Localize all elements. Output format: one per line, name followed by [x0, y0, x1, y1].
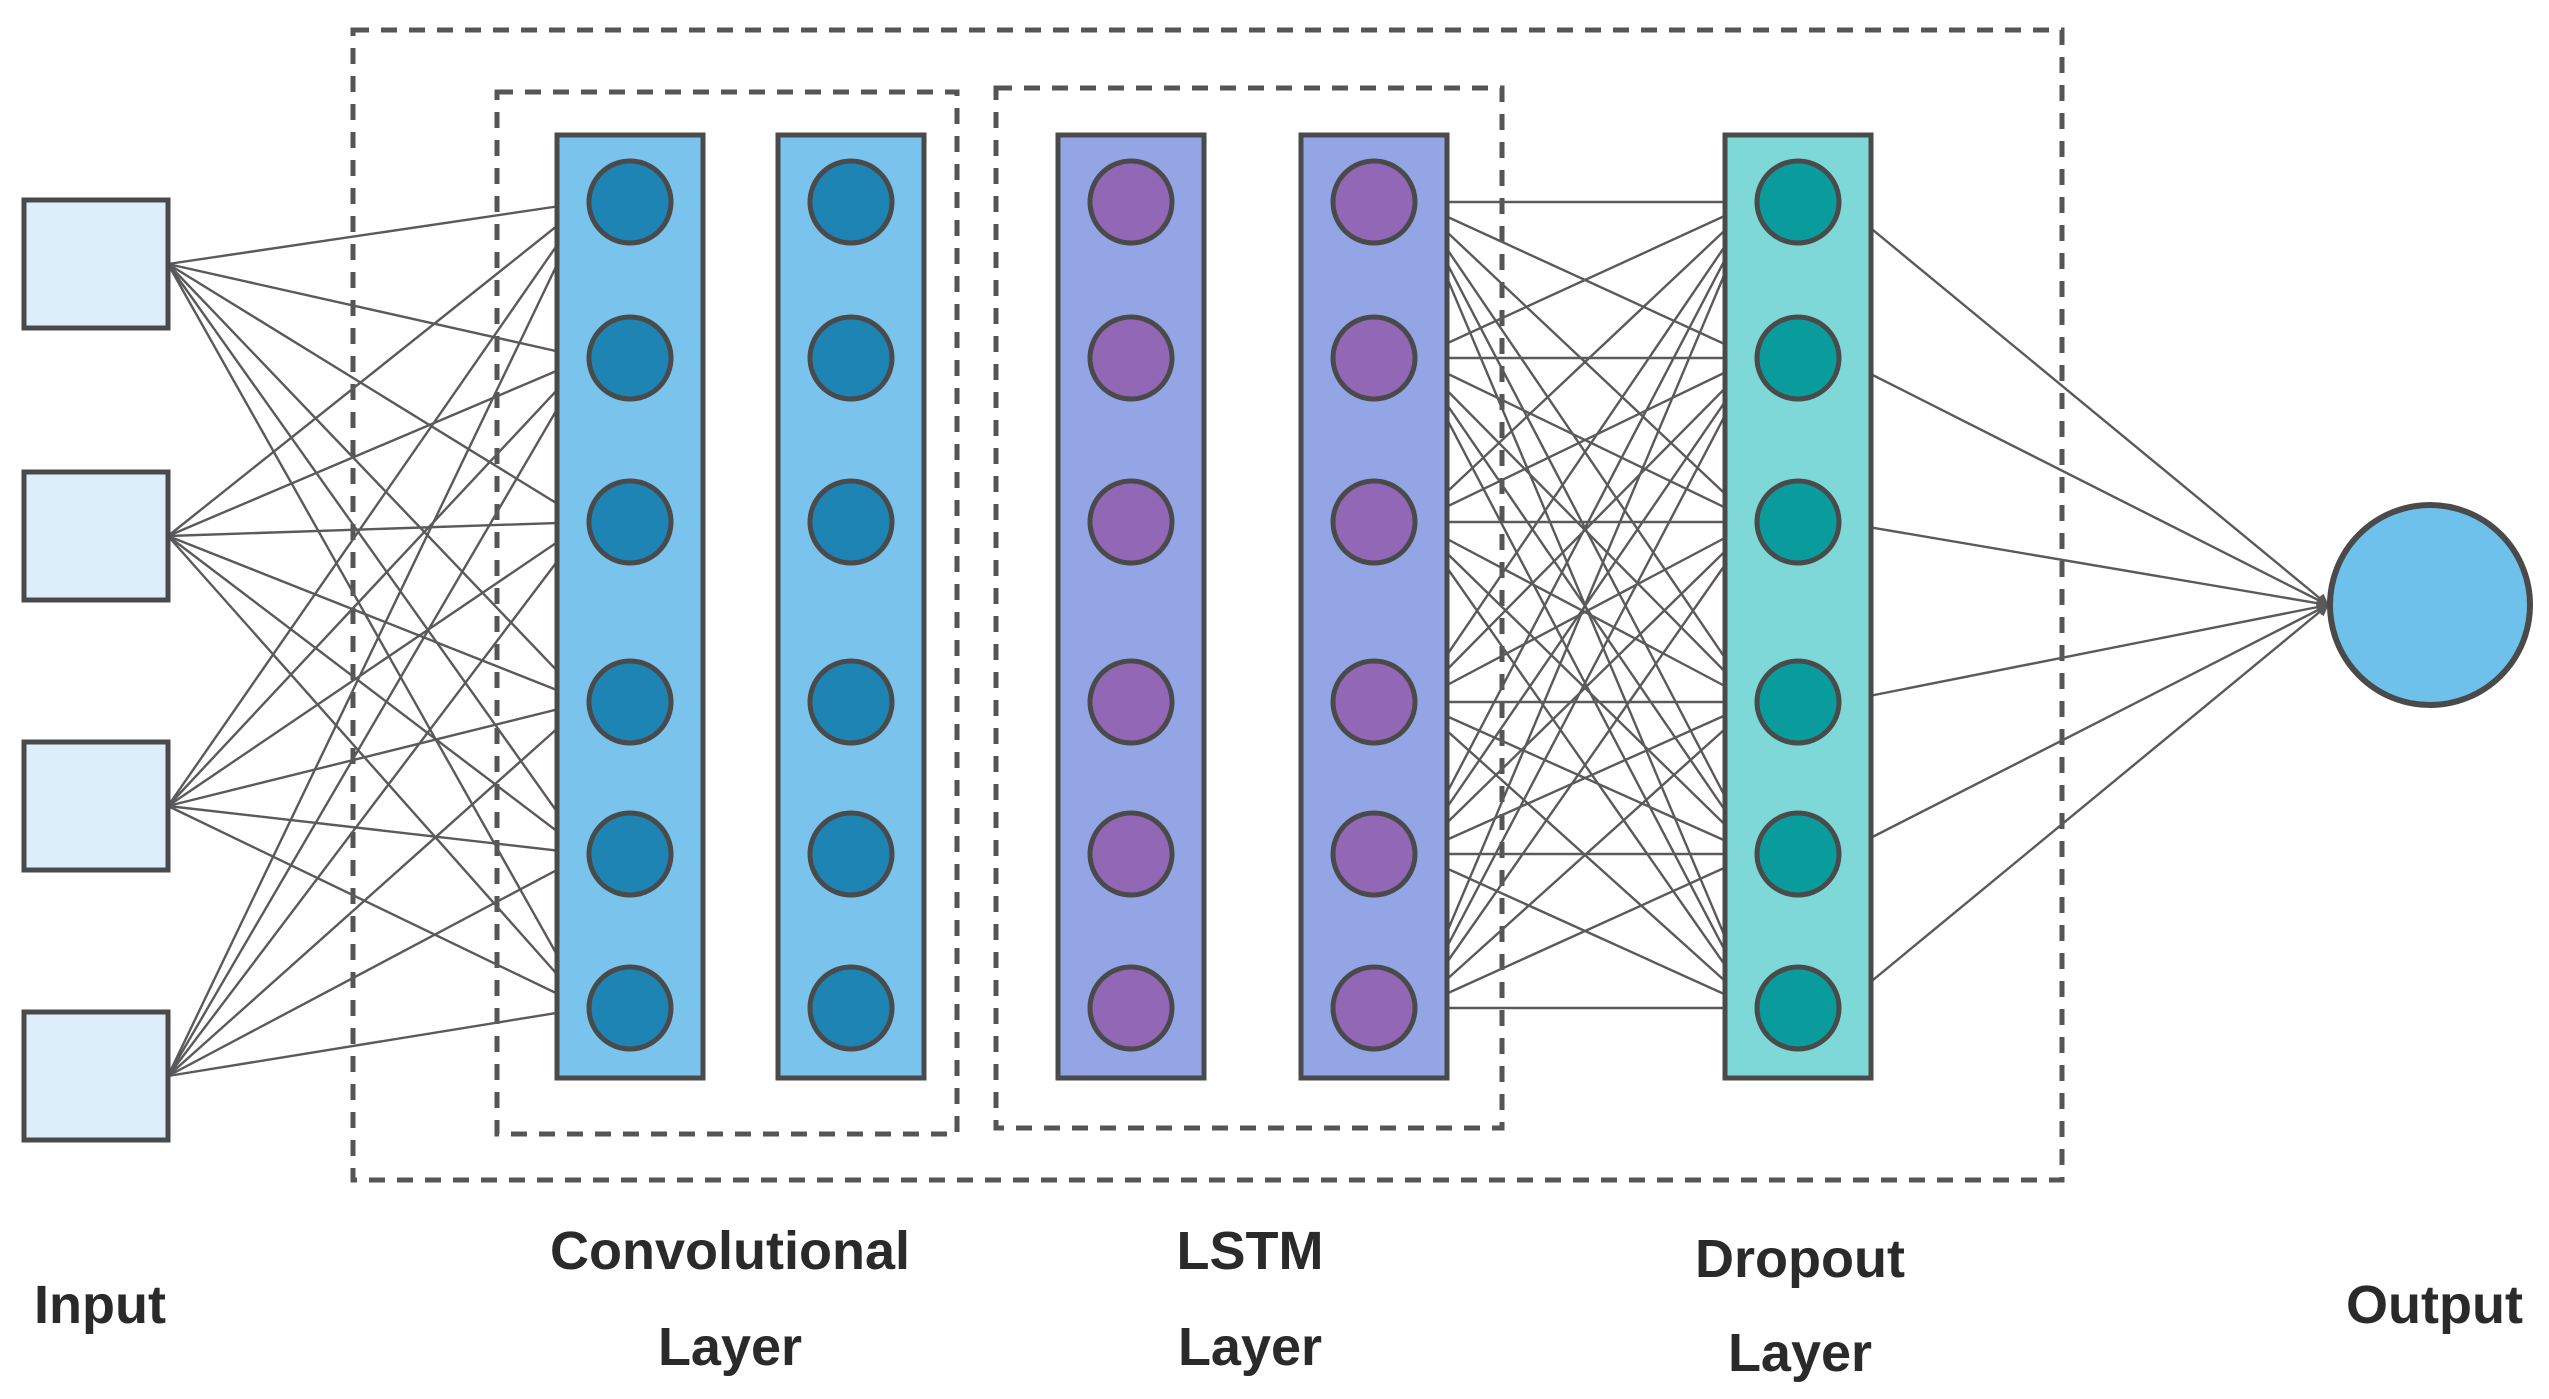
edge-input-to-conv: [166, 263, 589, 1010]
conv-node-c1-2: [586, 314, 674, 402]
edge-dropout-to-output: [1838, 201, 2329, 606]
lstm-node-c2-5: [1330, 810, 1418, 898]
edge-lstm-to-dropout: [1413, 200, 1757, 855]
edge-input-to-conv: [167, 521, 588, 1077]
conv-node-c2-4: [807, 658, 895, 746]
conv-node-c2-6: [807, 964, 895, 1052]
lstm-node-c2-2: [1330, 314, 1418, 402]
edge-input-to-conv: [167, 201, 588, 807]
edge-input-to-conv: [167, 1003, 589, 1078]
edge-input-to-conv: [167, 263, 588, 855]
edge-input-to-conv: [167, 701, 588, 1077]
lstm-node-c1-6: [1087, 964, 1175, 1052]
lstm-layer-label: Layer: [1177, 1317, 1323, 1377]
conv-node-c1-6: [586, 964, 674, 1052]
edge-dropout-to-output: [1838, 601, 2330, 704]
dropout-node-3: [1754, 478, 1842, 566]
input-label: Input: [34, 1275, 166, 1335]
conv-node-c1-5: [586, 810, 674, 898]
lstm-label: LSTM: [1176, 1221, 1324, 1281]
lstm-node-c1-3: [1087, 478, 1175, 566]
conv-column-1: [554, 132, 706, 1081]
conv-node-c1-4: [586, 658, 674, 746]
edge-lstm-to-dropout: [1414, 201, 1756, 523]
dropout-node-1: [1754, 158, 1842, 246]
lstm-node-c2-3: [1330, 478, 1418, 566]
edge-dropout-to-output: [1838, 604, 2329, 1009]
edge-lstm-to-dropout: [1413, 200, 1757, 1009]
edge-input-to-conv: [167, 262, 589, 362]
lstm-node-c1-2: [1087, 314, 1175, 402]
lstm-node-c2-4: [1330, 658, 1418, 746]
conv-node-c1-3: [586, 478, 674, 566]
edge-dropout-to-output: [1838, 520, 2330, 610]
edge-input-to-conv: [167, 535, 588, 855]
edge-input-to-conv: [167, 197, 589, 266]
convolutional-layer-label: Layer: [657, 1317, 803, 1377]
edge-input-to-conv: [167, 521, 588, 807]
edge-dropout-to-output: [1838, 603, 2330, 856]
lstm-node-c1-1: [1087, 158, 1175, 246]
edge-input-to-conv: [167, 516, 589, 538]
edge-lstm-to-dropout: [1414, 356, 1757, 524]
lstm-node-c1-5: [1087, 810, 1175, 898]
dropout-node-4: [1754, 658, 1842, 746]
edge-lstm-to-dropout: [1414, 521, 1756, 855]
edge-lstm-to-dropout: [1414, 201, 1756, 703]
dropout-node-2: [1754, 314, 1842, 402]
conv-node-c2-3: [807, 478, 895, 566]
lstm-column-2: [1298, 132, 1450, 1081]
connection-edges: [166, 196, 2330, 1078]
output-node: [2327, 502, 2533, 708]
conv-node-c2-5: [807, 810, 895, 898]
edge-input-to-conv: [167, 804, 589, 1010]
dropout-node-5: [1754, 810, 1842, 898]
edge-lstm-to-dropout: [1414, 200, 1757, 360]
input-node-4: [21, 1009, 171, 1143]
layer-columns: [21, 132, 1874, 1143]
edge-input-to-conv: [167, 201, 588, 537]
conv-column-2: [775, 132, 927, 1081]
edge-input-to-conv: [167, 804, 589, 859]
dropout-layer-label: Layer: [1727, 1323, 1873, 1383]
edge-lstm-to-dropout: [1413, 356, 1757, 1009]
edge-lstm-to-dropout: [1414, 521, 1756, 1009]
dropout-label: Dropout: [1695, 1229, 1905, 1289]
dropout-node-6: [1754, 964, 1842, 1052]
lstm-node-c2-1: [1330, 158, 1418, 246]
convolutional-dashed-box: [494, 89, 960, 1137]
lstm-node-c2-6: [1330, 964, 1418, 1052]
input-node-3: [21, 739, 171, 873]
edge-lstm-to-dropout: [1414, 520, 1757, 704]
dropout-column: [1722, 132, 1874, 1081]
input-node-2: [21, 469, 171, 603]
edge-input-to-conv: [167, 535, 588, 1009]
dashed-group-boxes: [350, 27, 2065, 1183]
edge-input-to-conv: [167, 263, 588, 703]
input-node-1: [21, 197, 171, 331]
convolutional-label: Convolutional: [550, 1221, 910, 1281]
edge-dropout-to-output: [1838, 356, 2330, 607]
lstm-column-1: [1055, 132, 1207, 1081]
edge-input-to-conv: [167, 852, 589, 1078]
edge-input-to-conv: [167, 534, 589, 704]
edge-input-to-conv: [167, 357, 588, 807]
edge-lstm-to-dropout: [1414, 700, 1757, 856]
edge-lstm-to-dropout: [1414, 701, 1756, 1009]
edge-input-to-conv: [166, 200, 589, 1077]
edge-input-to-conv: [167, 698, 589, 808]
lstm-dashed-box: [993, 85, 1505, 1131]
edge-input-to-conv: [166, 356, 589, 1077]
lstm-node-c1-4: [1087, 658, 1175, 746]
conv-node-c1-1: [586, 158, 674, 246]
output-label: Output: [2346, 1275, 2523, 1335]
conv-node-c2-1: [807, 158, 895, 246]
outer-dashed-box: [350, 27, 2065, 1183]
layer-nodes: [586, 158, 2533, 1052]
edge-lstm-to-dropout: [1414, 852, 1757, 1010]
conv-node-c2-2: [807, 314, 895, 402]
edge-input-to-conv: [167, 356, 589, 538]
